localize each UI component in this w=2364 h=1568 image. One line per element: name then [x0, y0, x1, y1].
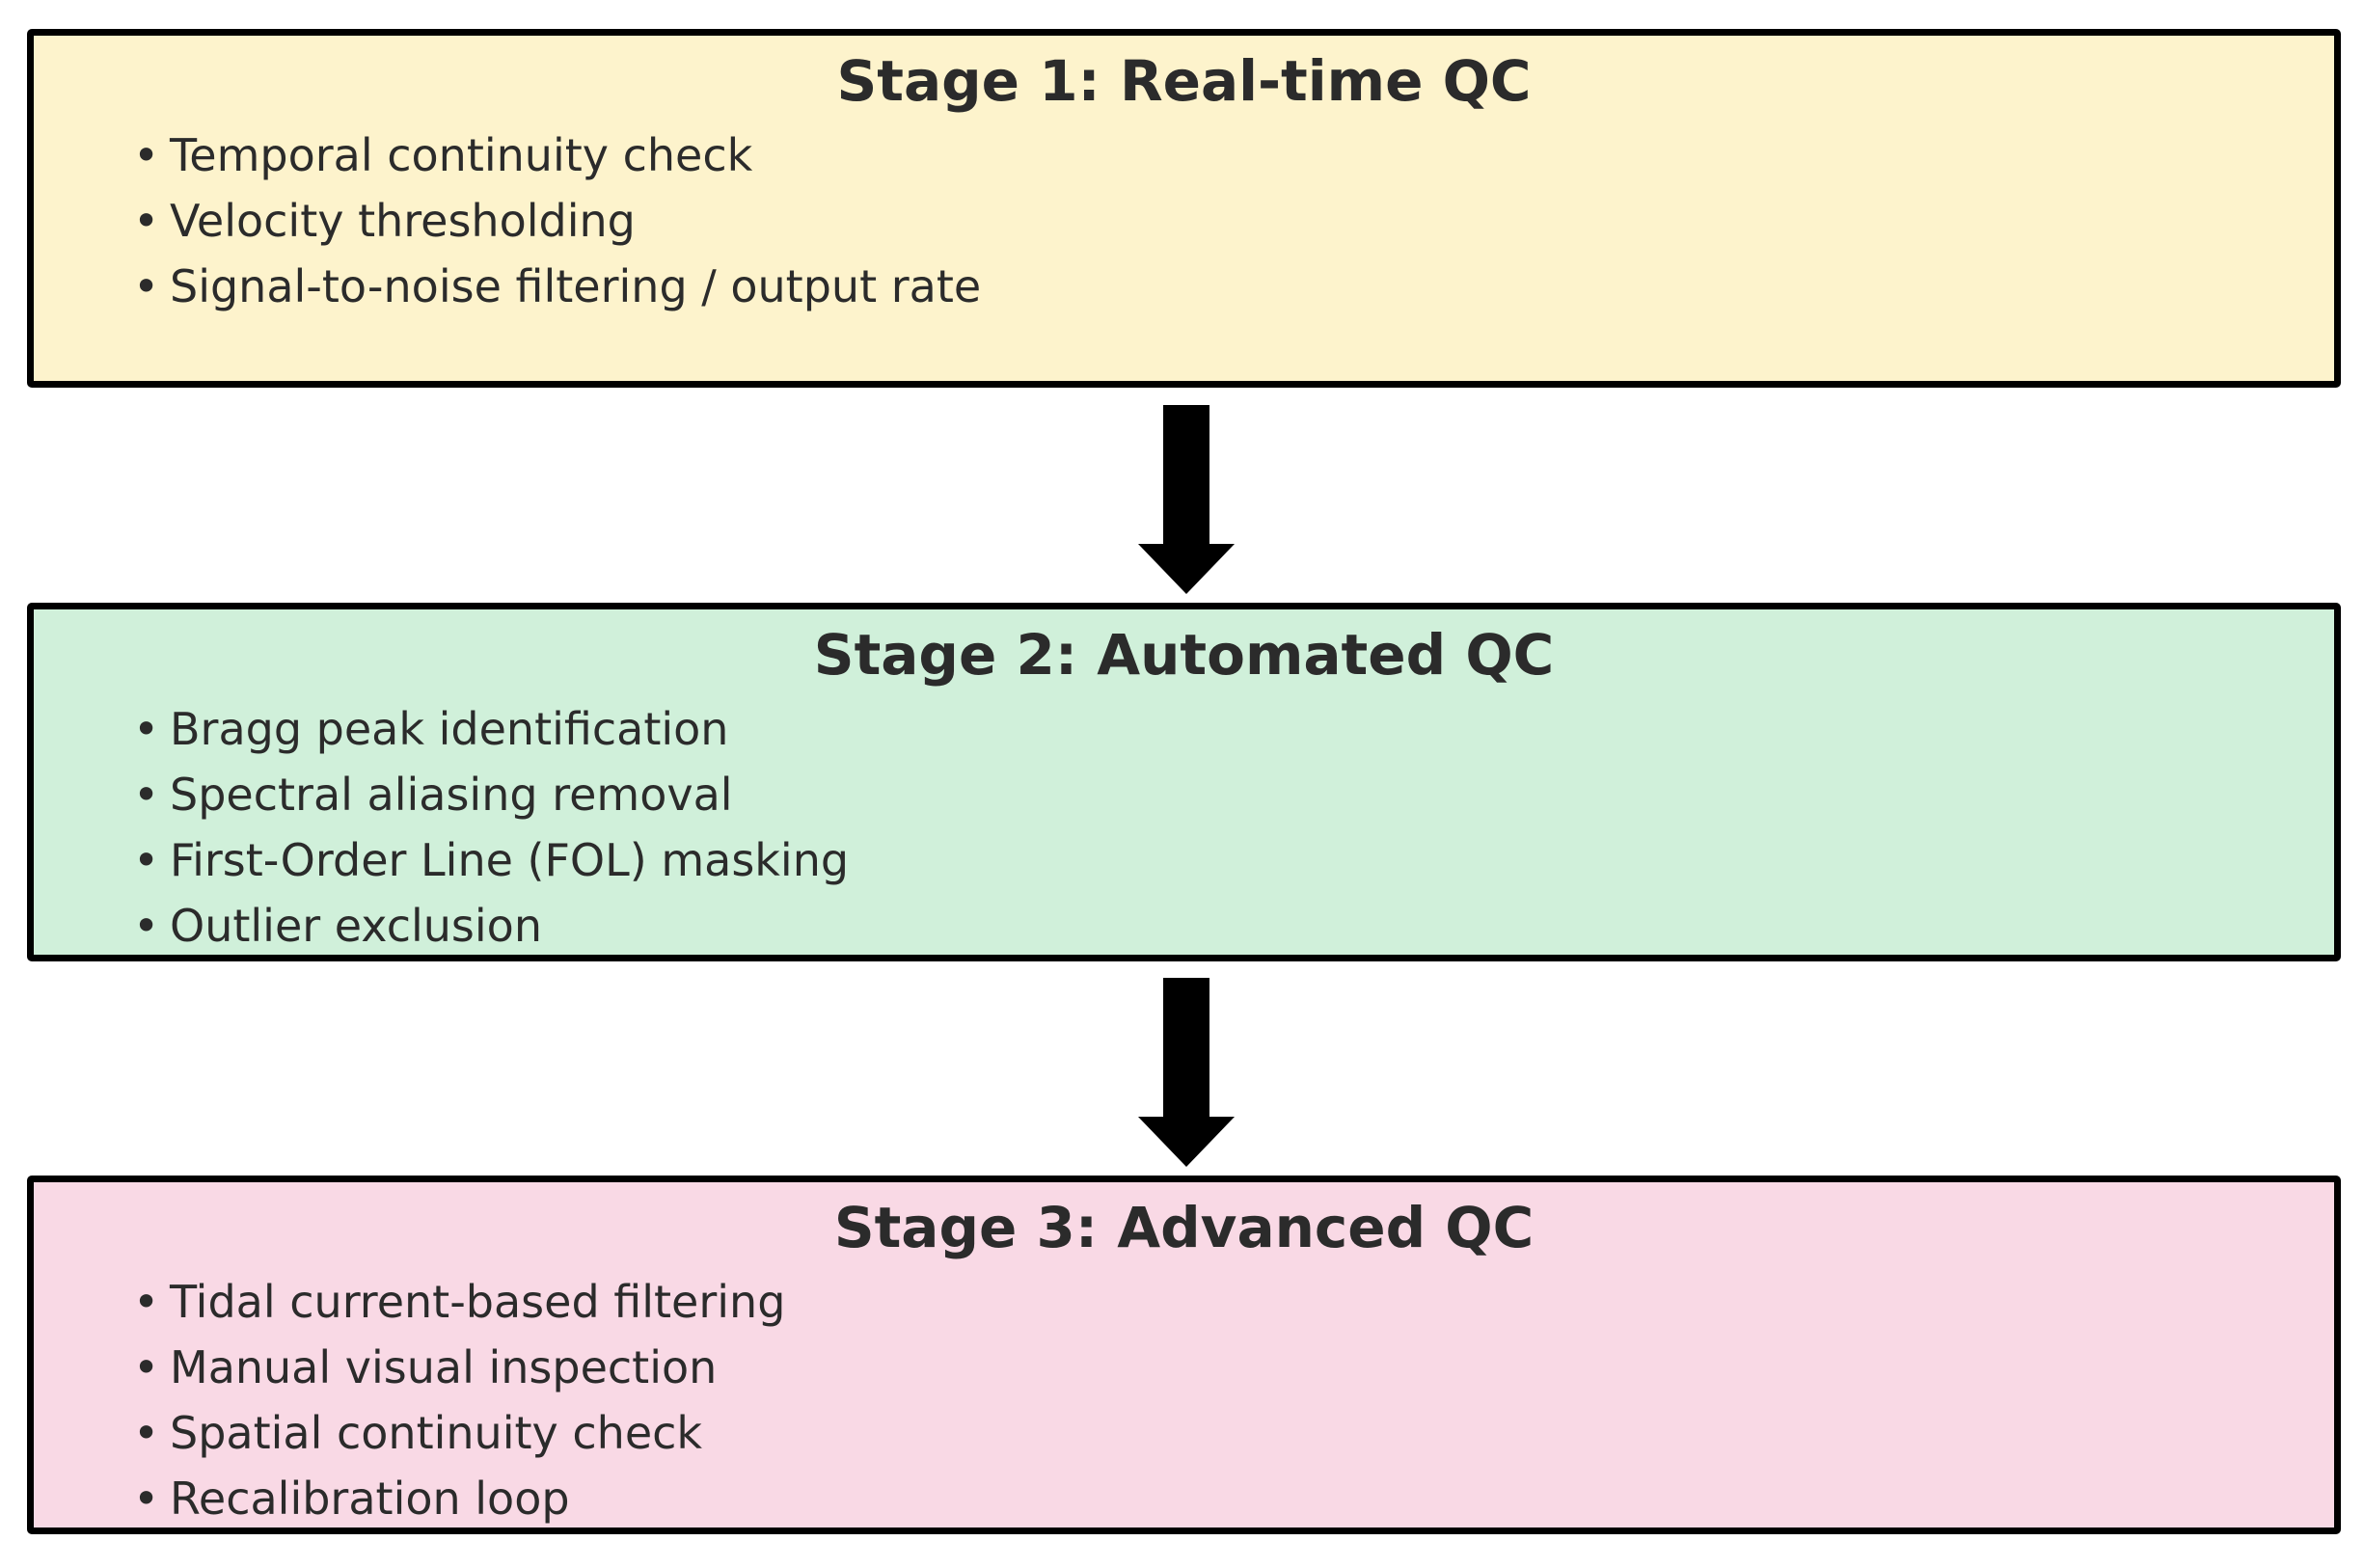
list-item-label: Spatial continuity check	[170, 1407, 703, 1459]
down-arrow-icon	[1138, 978, 1235, 1167]
bullet-icon: •	[133, 1407, 160, 1459]
arrow-head	[1138, 544, 1235, 594]
list-item-label: First-Order Line (FOL) masking	[170, 834, 850, 886]
bullet-icon: •	[133, 1276, 160, 1328]
list-item: •Spatial continuity check	[133, 1400, 785, 1466]
list-item-label: Velocity thresholding	[170, 195, 636, 247]
list-item: •Spectral aliasing removal	[133, 762, 849, 827]
bullet-icon: •	[133, 1473, 160, 1525]
list-item-label: Manual visual inspection	[170, 1341, 718, 1393]
bullet-icon: •	[133, 195, 160, 247]
list-item-label: Outlier exclusion	[170, 900, 542, 952]
list-item: •Manual visual inspection	[133, 1335, 785, 1400]
stage-1-title: Stage 1: Real-time QC	[836, 48, 1532, 114]
stage-2-item-list: •Bragg peak identification •Spectral ali…	[133, 696, 849, 959]
stage-3-title: Stage 3: Advanced QC	[833, 1195, 1535, 1260]
list-item: •Signal-to-noise filtering / output rate	[133, 254, 981, 319]
list-item-label: Recalibration loop	[170, 1473, 570, 1525]
list-item-label: Spectral aliasing removal	[170, 769, 733, 821]
list-item-label: Bragg peak identification	[170, 703, 729, 755]
bullet-icon: •	[133, 769, 160, 821]
list-item: •Velocity thresholding	[133, 188, 981, 254]
stage-1-box: Stage 1: Real-time QC •Temporal continui…	[27, 29, 2341, 388]
list-item: •Outlier exclusion	[133, 893, 849, 959]
down-arrow-icon	[1138, 405, 1235, 594]
bullet-icon: •	[133, 260, 160, 312]
list-item-label: Tidal current-based filtering	[170, 1276, 786, 1328]
stage-3-box: Stage 3: Advanced QC •Tidal current-base…	[27, 1176, 2341, 1534]
list-item-label: Signal-to-noise filtering / output rate	[170, 260, 982, 312]
list-item: •Recalibration loop	[133, 1466, 785, 1531]
stage-2-box: Stage 2: Automated QC •Bragg peak identi…	[27, 603, 2341, 961]
bullet-icon: •	[133, 900, 160, 952]
list-item: •First-Order Line (FOL) masking	[133, 827, 849, 893]
list-item: •Temporal continuity check	[133, 122, 981, 188]
list-item-label: Temporal continuity check	[170, 129, 753, 181]
list-item: •Bragg peak identification	[133, 696, 849, 762]
stage-1-item-list: •Temporal continuity check •Velocity thr…	[133, 122, 981, 319]
arrow-shaft	[1163, 405, 1209, 546]
arrow-shaft	[1163, 978, 1209, 1119]
stage-3-item-list: •Tidal current-based filtering •Manual v…	[133, 1269, 785, 1531]
bullet-icon: •	[133, 129, 160, 181]
bullet-icon: •	[133, 1341, 160, 1393]
list-item: •Tidal current-based filtering	[133, 1269, 785, 1335]
bullet-icon: •	[133, 703, 160, 755]
stage-2-title: Stage 2: Automated QC	[813, 622, 1555, 688]
bullet-icon: •	[133, 834, 160, 886]
arrow-head	[1138, 1117, 1235, 1167]
